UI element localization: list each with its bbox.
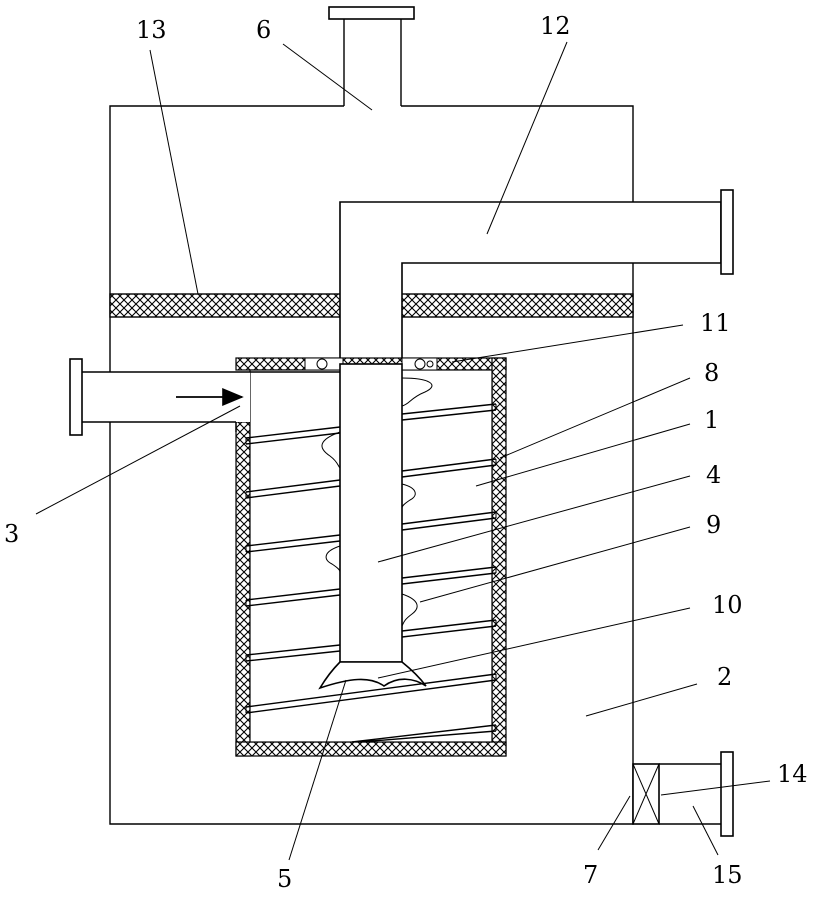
part-labels: 13 6 12 11 8 1 4 9 10 2 3 5 7 14 15 [4, 12, 808, 893]
label-2: 2 [717, 663, 732, 691]
label-6: 6 [256, 16, 271, 44]
label-1: 1 [704, 406, 719, 434]
spiral-guide-vanes [245, 403, 497, 743]
label-15: 15 [712, 861, 743, 889]
label-8: 8 [704, 359, 719, 387]
outer-vessel [109, 105, 634, 825]
label-13: 13 [136, 16, 167, 44]
bell-mouth [318, 661, 427, 690]
drain-pipe [659, 751, 734, 837]
label-7: 7 [583, 861, 598, 889]
label-12: 12 [540, 12, 571, 40]
central-riser-tube [339, 363, 403, 663]
label-14: 14 [777, 760, 808, 788]
helical-blades [321, 377, 433, 627]
top-outlet-nozzle [328, 6, 415, 106]
label-3: 3 [4, 520, 19, 548]
label-11: 11 [700, 309, 731, 337]
label-9: 9 [706, 511, 721, 539]
bent-outlet-pipe [339, 189, 734, 365]
side-inlet-pipe [69, 358, 340, 436]
drain-valve [632, 763, 660, 825]
label-5: 5 [277, 865, 292, 893]
label-4: 4 [706, 461, 721, 489]
label-10: 10 [712, 591, 743, 619]
leader-lines [35, 41, 771, 861]
